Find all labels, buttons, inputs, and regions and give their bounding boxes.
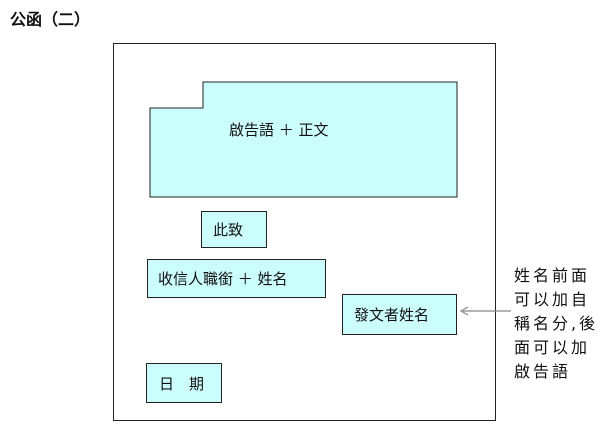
recipient-box: 收信人職銜 ＋ 姓名 [147, 259, 326, 298]
note-line: 面可以加 [514, 338, 591, 357]
letter-frame [113, 43, 496, 421]
closing-label: 此致 [213, 221, 244, 239]
sender-box: 發文者姓名 [342, 294, 457, 335]
note-arrow [459, 306, 511, 316]
note-line: 姓名前面 [514, 266, 591, 285]
date-label: 日 期 [159, 375, 205, 393]
note-line: 稱名分,後 [514, 314, 599, 333]
side-annotation: 姓名前面 可以加自 稱名分,後 面可以加 啟告語 [514, 264, 599, 384]
closing-box: 此致 [201, 211, 267, 248]
note-line: 可以加自 [514, 290, 591, 309]
date-box: 日 期 [146, 363, 222, 403]
body-text-label: 啟告語 ＋ 正文 [229, 121, 329, 139]
page-title: 公函（二） [10, 10, 91, 29]
sender-label: 發文者姓名 [354, 306, 430, 324]
recipient-label: 收信人職銜 ＋ 姓名 [158, 270, 288, 288]
note-line: 啟告語 [514, 362, 572, 381]
